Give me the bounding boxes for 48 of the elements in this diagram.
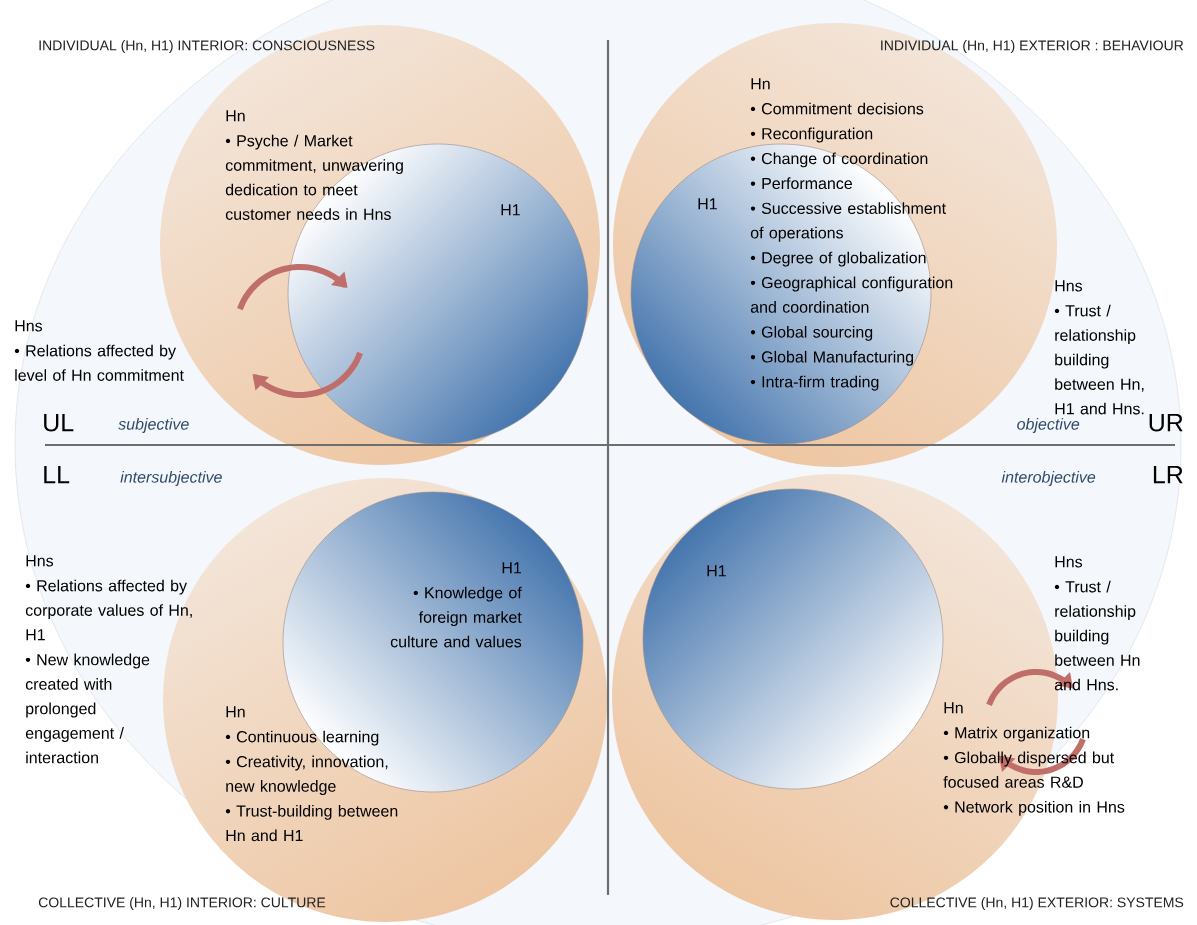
bullet-item: • Intra-firm trading [750, 375, 879, 391]
circle-label: H1 [698, 198, 717, 210]
list-heading: H1 [502, 562, 521, 574]
quadrant-code: LR [1153, 466, 1183, 484]
bullet-item: • Trust / relationship building between Hn and Hns. [1054, 580, 1140, 691]
bullet-item: • Creativity, innovation, new knowledge [225, 755, 388, 795]
bullet-item: • Degree of globalization [750, 251, 926, 267]
quadrant-code: UL [44, 414, 74, 432]
bullet-item: • Knowledge of foreign market culture and values [390, 586, 522, 648]
bullet-item: • Change of coordination [750, 152, 928, 168]
circle-label: H1 [501, 204, 520, 216]
quadrant-heading: COLLECTIVE (Hn, H1) EXTERIOR: SYSTEMS [890, 897, 1184, 911]
bullet-item: • Reconfiguration [750, 127, 873, 143]
circle-label: H1 [707, 565, 726, 577]
perspective-label: subjective [118, 418, 189, 433]
bullet-item: • Continuous learning [225, 730, 379, 746]
perspective-label: objective [1017, 418, 1080, 433]
quadrant-code: UR [1149, 414, 1183, 432]
bullet-item: • Performance [750, 177, 852, 190]
list-heading: Hns [1055, 556, 1083, 568]
bullet-item: • Trust-building between Hn and H1 [225, 804, 398, 842]
bullet-item: • Global Manufacturing [750, 350, 914, 366]
bullet-item: • Geographical configuration and coordination [750, 276, 953, 313]
quadrant-heading: INDIVIDUAL (Hn, H1) EXTERIOR : BEHAVIOUR [881, 40, 1184, 54]
bullet-item: • Successive establishment of operations [750, 202, 946, 242]
bullet-item: • Trust / relationship building between Hn, H1 and Hns. [1054, 304, 1144, 415]
quadrant-heading: COLLECTIVE (Hn, H1) INTERIOR: CULTURE [38, 897, 326, 911]
bullet-item: • New knowledge created with prolonged engagement / interaction [25, 653, 150, 764]
list-heading: Hn [944, 702, 963, 714]
bullet-item: • Relations affected by level of Hn commitment [14, 344, 184, 381]
list-heading: Hns [15, 320, 43, 332]
bullet-item: • Commitment decisions [750, 102, 924, 115]
bullet-item: • Psyche / Market commitment, unwavering dedication to meet customer needs in Hns [225, 134, 403, 220]
list-heading: Hns [26, 555, 54, 567]
list-heading: Hn [751, 78, 770, 90]
bullet-item: • Network position in Hns [943, 800, 1125, 816]
bullet-item: • Matrix organization [943, 726, 1090, 742]
list-heading: Hns [1055, 280, 1083, 292]
list-heading: Hn [226, 706, 245, 718]
perspective-label: interobjective [1001, 471, 1096, 486]
list-heading: Hn [226, 110, 245, 122]
bullet-item: • Global sourcing [750, 325, 873, 341]
bullet-item: • Globally dispersed but focused areas R&D [943, 751, 1115, 788]
perspective-label: intersubjective [120, 471, 222, 486]
inner-circle [642, 488, 944, 790]
bullet-item: • Relations affected by corporate values of Hn, H1 [25, 579, 192, 641]
quadrant-code: LL [44, 466, 70, 484]
quadrant-heading: INDIVIDUAL (Hn, H1) INTERIOR: CONSCIOUSNESS [39, 40, 375, 54]
